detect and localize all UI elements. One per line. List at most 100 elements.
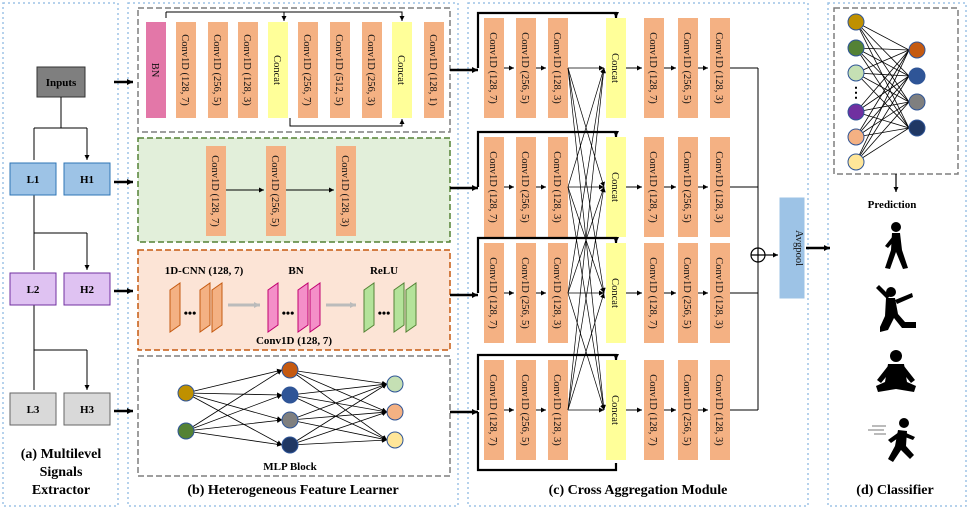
- classifier-panel: [827, 2, 967, 507]
- mlp-node-8: [386, 431, 404, 449]
- branch1-conv-1: Conv1D (256, 5): [208, 22, 228, 118]
- agg-row3-right-conv-2-label: Conv1D (128, 3): [713, 374, 724, 446]
- classifier-node-8: [908, 93, 926, 111]
- mlp-node-6: [386, 375, 404, 393]
- branch3-relu-label: ReLU: [370, 265, 398, 277]
- agg-row0-left-conv-0: Conv1D (128, 7): [484, 18, 504, 118]
- agg-row3-left-conv-0: Conv1D (128, 7): [484, 360, 504, 460]
- aggregation-panel: [467, 2, 809, 507]
- branch1-conv2-0: Conv1D (256, 7): [298, 22, 318, 118]
- branch1-conv2-2: Conv1D (256, 3): [362, 22, 382, 118]
- branch3-bn-label: BN: [288, 265, 303, 277]
- agg-row0-concat-label: Concat: [609, 53, 620, 83]
- branch2-conv-2-label: Conv1D (128, 3): [339, 155, 350, 227]
- mlp-network: [177, 361, 404, 454]
- extractor-caption-1: (a) Multilevel: [21, 447, 102, 462]
- agg-row0-right-conv-1-label: Conv1D (256, 5): [681, 32, 692, 104]
- branch2-conv-0-label: Conv1D (128, 7): [209, 155, 220, 227]
- agg-row2-right-conv-0-label: Conv1D (128, 7): [647, 257, 658, 329]
- classifier-dots: ⋮: [849, 86, 863, 101]
- agg-row0-left-conv-1: Conv1D (256, 5): [516, 18, 536, 118]
- level2-high-label: H2: [80, 284, 95, 296]
- mlp-node-2: [281, 361, 299, 379]
- classifier-node-7: [908, 67, 926, 85]
- branch2-conv-1-label: Conv1D (256, 5): [269, 155, 280, 227]
- agg-row1-right-conv-2: Conv1D (128, 3): [710, 137, 730, 237]
- branch1-bn-label: BN: [149, 63, 160, 78]
- agg-row1-right-conv-0-label: Conv1D (128, 7): [647, 151, 658, 223]
- agg-row1-left-conv-1-label: Conv1D (256, 5): [519, 151, 530, 223]
- level3-high-label: H3: [80, 404, 95, 416]
- classifier-node-1: [847, 39, 865, 57]
- learner-to-aggregation-arrows: [450, 67, 478, 415]
- branch2-conv-0: Conv1D (128, 7): [206, 146, 226, 236]
- agg-row2-right-conv-2-label: Conv1D (128, 3): [713, 257, 724, 329]
- walking-person-icon: [885, 222, 908, 269]
- learner-panel: [127, 2, 459, 507]
- agg-row3-left-conv-0-label: Conv1D (128, 7): [487, 374, 498, 446]
- agg-row3-left-conv-1-label: Conv1D (256, 5): [519, 374, 530, 446]
- level3-high-box: [63, 392, 111, 426]
- bn-dots: •••: [282, 306, 295, 320]
- branch1-bn: BN: [146, 22, 166, 118]
- level3-low-box: [9, 392, 57, 426]
- agg-row2-left-conv-2: Conv1D (128, 3): [548, 243, 568, 343]
- mlp-node-5: [281, 436, 299, 454]
- classifier-network: [847, 13, 926, 171]
- level1-high-label: H1: [80, 174, 94, 186]
- branch1-concat-1-label: Concat: [271, 55, 282, 85]
- aggregation-caption: (c) Cross Aggregation Module: [549, 483, 728, 498]
- agg-row1-right-conv-2-label: Conv1D (128, 3): [713, 151, 724, 223]
- branch1-conv2-1-label: Conv1D (512, 5): [333, 34, 344, 106]
- branch1-conv-0-label: Conv1D (128, 7): [179, 34, 190, 106]
- branch1-concat-1: Concat: [268, 22, 288, 118]
- agg-row2-right-conv-1: Conv1D (256, 5): [678, 243, 698, 343]
- level1-high-box: [63, 162, 111, 196]
- agg-row3-concat: Concat: [606, 360, 626, 460]
- extractor-to-learner-arrows: [114, 79, 133, 414]
- agg-row1-left-conv-2-label: Conv1D (128, 3): [551, 151, 562, 223]
- mlp-node-3: [281, 386, 299, 404]
- branch1-conv-2-label: Conv1D (128, 3): [241, 34, 252, 106]
- branch1-concat-2: Concat: [392, 22, 412, 118]
- branch3-conv-label: Conv1D (128, 7): [256, 335, 332, 347]
- prediction-label: Prediction: [868, 199, 917, 211]
- agg-row3-right-conv-0-label: Conv1D (128, 7): [647, 374, 658, 446]
- branch2-conv-2: Conv1D (128, 3): [336, 146, 356, 236]
- branch1-conv-1-label: Conv1D (256, 5): [211, 34, 222, 106]
- branch1-final-conv-label: Conv1D (128, 1): [427, 34, 438, 106]
- avgpool-block: Avgpool: [750, 197, 830, 299]
- tree-level2: [33, 195, 88, 268]
- level1-low-label: L1: [27, 174, 40, 186]
- agg-row2-right-conv-1-label: Conv1D (256, 5): [681, 257, 692, 329]
- agg-row0-left-conv-0-label: Conv1D (128, 7): [487, 32, 498, 104]
- agg-row0-left-conv-2: Conv1D (128, 3): [548, 18, 568, 118]
- branch1-conv2-0-label: Conv1D (256, 7): [301, 34, 312, 106]
- agg-row0-right-conv-0: Conv1D (128, 7): [644, 18, 664, 118]
- level2-high-box: [63, 272, 111, 306]
- level2-low-box: [9, 272, 57, 306]
- classifier-node-4: [847, 128, 865, 146]
- classifier-node-3: [847, 103, 865, 121]
- branch2-conv-1: Conv1D (256, 5): [266, 146, 286, 236]
- agg-row3-left-conv-1: Conv1D (256, 5): [516, 360, 536, 460]
- branch1-final-conv: Conv1D (128, 1): [424, 22, 444, 118]
- agg-row1-concat: Concat: [606, 137, 626, 237]
- agg-row3-left-conv-2-label: Conv1D (128, 3): [551, 374, 562, 446]
- agg-row3-left-conv-2: Conv1D (128, 3): [548, 360, 568, 460]
- classifier-node-2: [847, 64, 865, 82]
- agg-row2-left-conv-2-label: Conv1D (128, 3): [551, 257, 562, 329]
- extractor-caption-3: Extractor: [32, 483, 90, 498]
- sitting-person-icon: [876, 350, 916, 392]
- mlp-block-label: MLP Block: [263, 461, 317, 473]
- relu-stack: •••: [363, 282, 417, 333]
- avgpool-label: Avgpool: [793, 230, 804, 266]
- agg-row0-concat: Concat: [606, 18, 626, 118]
- extractor-panel: [2, 2, 119, 507]
- branch1-concat-2-label: Concat: [395, 55, 406, 85]
- agg-row3-right-conv-0: Conv1D (128, 7): [644, 360, 664, 460]
- classifier-node-5: [847, 153, 865, 171]
- mlp-node-7: [386, 403, 404, 421]
